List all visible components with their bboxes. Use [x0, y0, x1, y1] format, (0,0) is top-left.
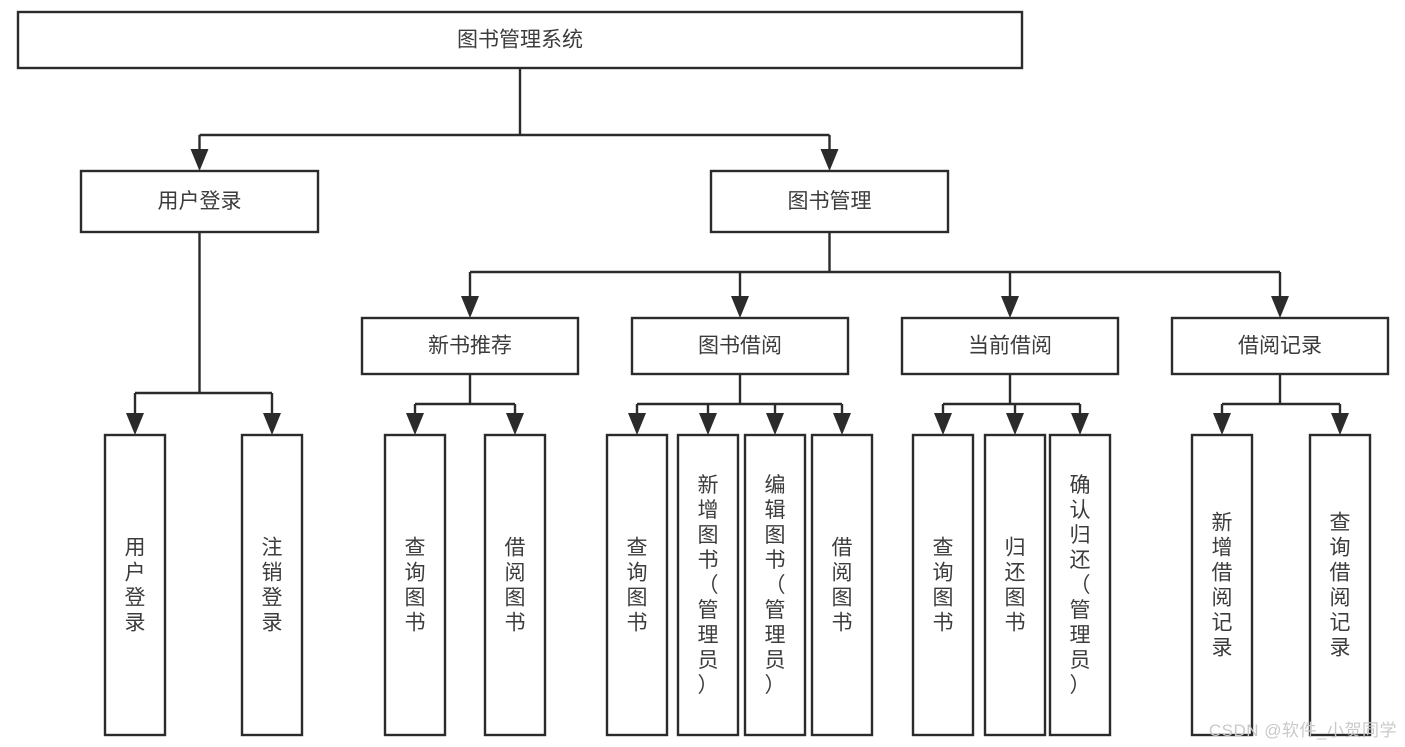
node-root-label: 图书管理系统	[457, 29, 583, 52]
node-current-borrow[interactable]: 当前借阅	[900, 316, 1120, 376]
node-leaf-confirm-return[interactable]: 确认归还（管理员）	[1048, 433, 1112, 737]
node-leaf-add-record-box[interactable]	[1190, 433, 1254, 737]
node-leaf-logout-label: 注销登录	[262, 537, 283, 635]
arrow-head-icon	[506, 413, 524, 435]
arrow-head-icon	[820, 149, 839, 171]
node-book-manage-label: 图书管理	[788, 190, 872, 213]
node-leaf-borrow-book-2-box[interactable]	[810, 433, 874, 737]
arrow-head-icon	[934, 413, 952, 435]
arrow-head-icon	[1271, 296, 1289, 318]
node-leaf-query-book-1-label: 查询图书	[405, 537, 426, 635]
node-leaf-add-book[interactable]: 新增图书（管理员）	[676, 433, 740, 737]
node-leaf-return-book-label: 归还图书	[1005, 537, 1026, 635]
node-leaf-user-login-label: 用户登录	[125, 537, 146, 635]
node-leaf-add-book-label: 新增图书（管理员）	[698, 474, 719, 697]
node-book-manage[interactable]: 图书管理	[709, 169, 950, 234]
node-leaf-confirm-return-box[interactable]	[1048, 433, 1112, 737]
arrow-head-icon	[833, 413, 851, 435]
node-root[interactable]: 图书管理系统	[16, 10, 1024, 70]
node-leaf-edit-book-box[interactable]	[743, 433, 807, 737]
node-leaf-query-book-3-box[interactable]	[911, 433, 975, 737]
node-leaf-query-record-label: 查询借阅记录	[1330, 512, 1351, 660]
node-leaf-logout[interactable]: 注销登录	[240, 433, 304, 737]
node-layer: 图书管理系统用户登录图书管理新书推荐图书借阅当前借阅借阅记录用户登录注销登录查询…	[16, 10, 1390, 737]
node-leaf-confirm-return-label: 确认归还（管理员）	[1070, 474, 1091, 697]
arrow-head-icon	[731, 296, 749, 318]
node-leaf-add-book-box[interactable]	[676, 433, 740, 737]
node-leaf-edit-book-label: 编辑图书（管理员）	[765, 474, 786, 697]
node-leaf-add-record-label: 新增借阅记录	[1212, 512, 1233, 660]
arrow-head-icon	[628, 413, 646, 435]
node-leaf-borrow-book-2-label: 借阅图书	[832, 537, 853, 635]
node-leaf-return-book-box[interactable]	[983, 433, 1047, 737]
arrow-head-icon	[406, 413, 424, 435]
node-root-box[interactable]	[16, 10, 1024, 70]
node-leaf-edit-book[interactable]: 编辑图书（管理员）	[743, 433, 807, 737]
node-leaf-query-record-box[interactable]	[1308, 433, 1372, 737]
node-leaf-borrow-book-1-box[interactable]	[483, 433, 547, 737]
arrow-head-icon	[766, 413, 784, 435]
node-leaf-query-book-3-label: 查询图书	[933, 537, 954, 635]
arrow-head-icon	[190, 149, 209, 171]
node-borrow-record-label: 借阅记录	[1238, 335, 1322, 358]
node-leaf-query-book-2-box[interactable]	[605, 433, 669, 737]
arrow-head-icon	[461, 296, 479, 318]
arrow-head-icon	[1001, 296, 1019, 318]
node-borrow-record-box[interactable]	[1170, 316, 1390, 376]
node-user-login-box[interactable]	[79, 169, 320, 234]
arrow-head-icon	[1331, 413, 1349, 435]
arrow-head-icon	[263, 413, 281, 435]
node-book-manage-box[interactable]	[709, 169, 950, 234]
node-leaf-query-book-2[interactable]: 查询图书	[605, 433, 669, 737]
csdn-watermark: CSDN @软件_小贺同学	[1208, 721, 1397, 740]
node-borrow-record[interactable]: 借阅记录	[1170, 316, 1390, 376]
node-user-login[interactable]: 用户登录	[79, 169, 320, 234]
node-current-borrow-label: 当前借阅	[968, 335, 1052, 358]
node-new-book-recommend-box[interactable]	[360, 316, 580, 376]
arrow-head-icon	[1071, 413, 1089, 435]
arrow-head-icon	[1213, 413, 1231, 435]
node-current-borrow-box[interactable]	[900, 316, 1120, 376]
node-leaf-borrow-book-1[interactable]: 借阅图书	[483, 433, 547, 737]
node-leaf-query-book-1[interactable]: 查询图书	[383, 433, 447, 737]
node-leaf-query-record[interactable]: 查询借阅记录	[1308, 433, 1372, 737]
node-new-book-recommend[interactable]: 新书推荐	[360, 316, 580, 376]
node-leaf-borrow-book-1-label: 借阅图书	[505, 537, 526, 635]
arrow-head-icon	[699, 413, 717, 435]
arrow-head-icon	[126, 413, 144, 435]
node-leaf-query-book-2-label: 查询图书	[627, 537, 648, 635]
node-leaf-query-book-1-box[interactable]	[383, 433, 447, 737]
node-leaf-user-login[interactable]: 用户登录	[103, 433, 167, 737]
node-leaf-add-record[interactable]: 新增借阅记录	[1190, 433, 1254, 737]
node-book-borrow[interactable]: 图书借阅	[630, 316, 850, 376]
node-leaf-logout-box[interactable]	[240, 433, 304, 737]
node-new-book-recommend-label: 新书推荐	[428, 335, 512, 358]
node-leaf-return-book[interactable]: 归还图书	[983, 433, 1047, 737]
node-book-borrow-box[interactable]	[630, 316, 850, 376]
node-user-login-label: 用户登录	[158, 190, 242, 213]
connector-layer	[126, 68, 1349, 435]
node-book-borrow-label: 图书借阅	[698, 335, 782, 358]
node-leaf-query-book-3[interactable]: 查询图书	[911, 433, 975, 737]
node-leaf-borrow-book-2[interactable]: 借阅图书	[810, 433, 874, 737]
node-leaf-user-login-box[interactable]	[103, 433, 167, 737]
arrow-head-icon	[1006, 413, 1024, 435]
